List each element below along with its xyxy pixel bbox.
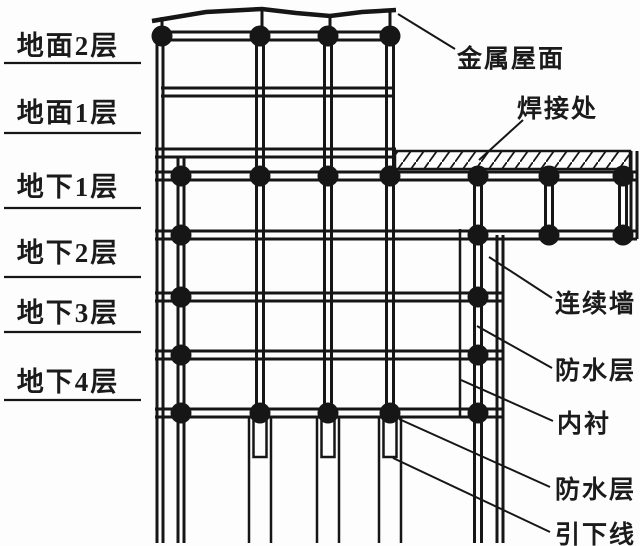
hatched-ground-slab	[393, 149, 632, 171]
floor-separator-lines	[4, 61, 141, 402]
column-joint-dots	[151, 25, 634, 424]
annotation-waterproof-upper: 防水层	[555, 357, 636, 385]
floor-label-ground2: 地面2层	[17, 31, 120, 61]
foundation-piles	[247, 417, 403, 543]
floor-label-basement3: 地下3层	[17, 298, 120, 328]
annotation-diaphragm-wall: 连续墙	[555, 289, 636, 318]
roof-profile	[151, 6, 397, 33]
leader-lines	[392, 13, 554, 533]
annotation-waterproof-lower: 防水层	[555, 476, 636, 504]
annotation-weld-point: 焊接处	[517, 95, 598, 123]
floor-label-basement2: 地下2层	[17, 238, 120, 268]
floor-labels: 地面2层 地面1层 地下1层 地下2层 地下3层 地下4层	[17, 31, 120, 397]
floor-label-basement1: 地下1层	[17, 172, 120, 202]
annotation-inner-lining: 内衬	[557, 410, 611, 438]
annotation-labels: 金属屋面 焊接处 连续墙 防水层 内衬 防水层 引下线	[456, 44, 636, 546]
floor-label-basement4: 地下4层	[17, 367, 120, 397]
floor-label-ground1: 地面1层	[17, 98, 120, 128]
annotation-down-conductor: 引下线	[555, 520, 636, 546]
annotation-metal-roof: 金属屋面	[456, 44, 565, 73]
